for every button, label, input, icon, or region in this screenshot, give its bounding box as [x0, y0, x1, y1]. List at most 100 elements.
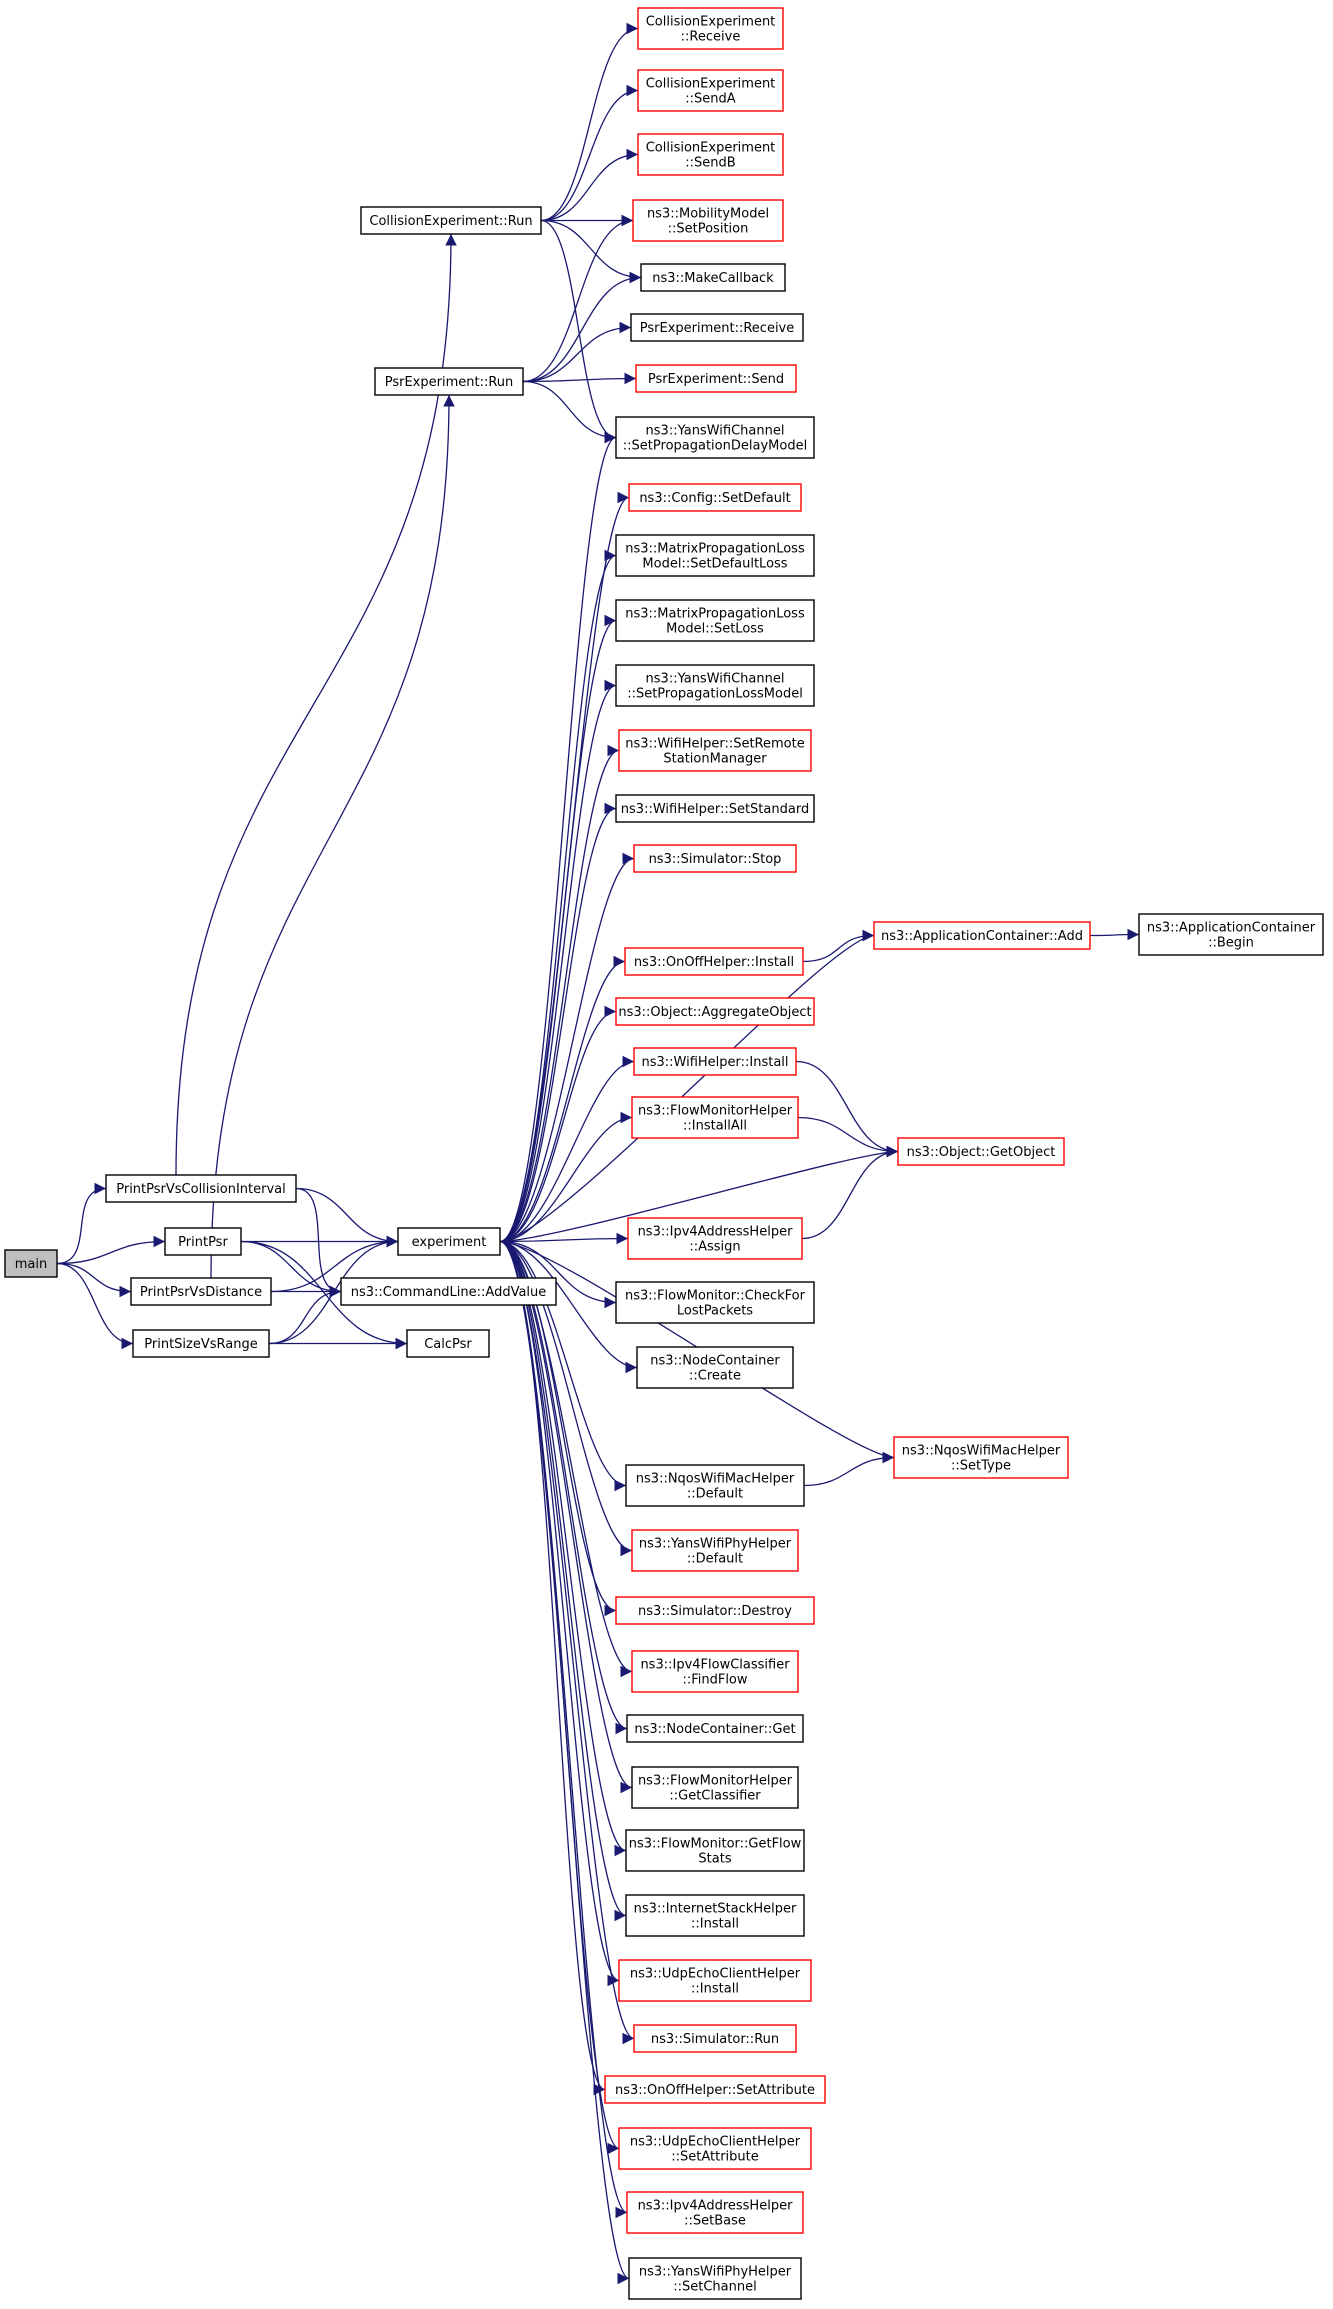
edge-perun-to-pesend — [522, 372, 637, 385]
node-ywpdef[interactable]: ns3::YansWifiPhyHelper::Default — [631, 1529, 799, 1572]
node-ywcspl[interactable]: ns3::YansWifiChannel::SetPropagationLoss… — [615, 664, 815, 707]
node-label: ns3::YansWifiPhyHelper — [639, 1537, 792, 1552]
node-ppd[interactable]: PrintPsrVsDistance — [130, 1277, 272, 1306]
node-ncget[interactable]: ns3::NodeContainer::Get — [626, 1714, 804, 1743]
node-simdes[interactable]: ns3::Simulator::Destroy — [615, 1596, 815, 1625]
node-psr[interactable]: PrintSizeVsRange — [132, 1329, 270, 1358]
edge-exp-to-ipv4ff — [499, 1240, 633, 1678]
node-simrun[interactable]: ns3::Simulator::Run — [633, 2024, 797, 2053]
node-pp[interactable]: PrintPsr — [164, 1227, 242, 1256]
node-calc[interactable]: CalcPsr — [406, 1329, 490, 1358]
node-oohsa[interactable]: ns3::OnOffHelper::SetAttribute — [604, 2075, 826, 2104]
node-label: ns3::Simulator::Run — [651, 2032, 779, 2047]
node-box — [625, 1894, 805, 1937]
node-uechi[interactable]: ns3::UdpEchoClientHelper::Install — [618, 1959, 812, 2002]
node-label: ::Assign — [689, 1240, 740, 1255]
node-uechsa[interactable]: ns3::UdpEchoClientHelper::SetAttribute — [618, 2127, 812, 2170]
node-cerun[interactable]: CollisionExperiment::Run — [360, 206, 542, 235]
node-label: PsrExperiment::Send — [648, 372, 784, 387]
node-box — [625, 1464, 805, 1507]
node-box — [615, 794, 815, 823]
node-box — [1138, 913, 1324, 956]
edge-cerun-to-ywcspd — [540, 219, 617, 444]
node-oohi[interactable]: ns3::OnOffHelper::Install — [624, 947, 804, 976]
edge-main-to-ppd — [56, 1262, 132, 1298]
node-fmhia[interactable]: ns3::FlowMonitorHelper::InstallAll — [631, 1096, 799, 1139]
node-label: ns3::NodeContainer — [650, 1354, 780, 1369]
node-label: PsrExperiment::Run — [385, 375, 514, 390]
edge-cerun-to-cesa — [540, 84, 639, 222]
node-ishi[interactable]: ns3::InternetStackHelper::Install — [625, 1894, 805, 1937]
node-cfgsd[interactable]: ns3::Config::SetDefault — [628, 483, 802, 512]
edge-main-to-pp — [56, 1235, 166, 1265]
node-box — [618, 2127, 812, 2170]
node-label: ns3::NqosWifiMacHelper — [902, 1444, 1061, 1459]
node-box — [636, 1346, 794, 1389]
node-label: ns3::MatrixPropagationLoss — [625, 542, 805, 557]
node-label: ns3::ApplicationContainer — [1147, 921, 1316, 936]
edge-whi-to-objget — [795, 1060, 899, 1158]
node-label: ns3::UdpEchoClientHelper — [630, 1967, 801, 1982]
node-label: ns3::InternetStackHelper — [634, 1902, 797, 1917]
node-label: ::Begin — [1208, 936, 1254, 951]
node-fmhgc[interactable]: ns3::FlowMonitorHelper::GetClassifier — [631, 1766, 799, 1809]
node-box — [633, 2024, 797, 2053]
node-box — [897, 1137, 1065, 1166]
node-objagg[interactable]: ns3::Object::AggregateObject — [615, 997, 815, 1026]
edge-ppci-to-cerun — [175, 233, 457, 1176]
node-main[interactable]: main — [4, 1249, 58, 1278]
node-objget[interactable]: ns3::Object::GetObject — [897, 1137, 1065, 1166]
node-cesb[interactable]: CollisionExperiment::SendB — [637, 133, 784, 176]
node-box — [627, 1217, 803, 1260]
node-cladd[interactable]: ns3::CommandLine::AddValue — [340, 1277, 557, 1306]
edge-perun-to-mmset — [522, 214, 634, 383]
node-label: ::Install — [691, 1917, 739, 1932]
edge-exp-to-objget — [499, 1145, 899, 1243]
node-perecv[interactable]: PsrExperiment::Receive — [630, 313, 804, 342]
node-mmset[interactable]: ns3::MobilityModel::SetPosition — [632, 199, 784, 242]
node-mplsdl[interactable]: ns3::MatrixPropagationLossModel::SetDefa… — [615, 534, 815, 577]
node-label: LostPackets — [677, 1304, 753, 1319]
node-box — [873, 921, 1091, 950]
node-box — [615, 1596, 815, 1625]
node-pesend[interactable]: PsrExperiment::Send — [635, 364, 797, 393]
node-box — [632, 199, 784, 242]
edge-exp-to-ipv4sb — [499, 1240, 628, 2219]
node-simstop[interactable]: ns3::Simulator::Stop — [633, 844, 797, 873]
node-label: ns3::UdpEchoClientHelper — [630, 2135, 801, 2150]
node-perun[interactable]: PsrExperiment::Run — [374, 367, 524, 396]
node-mkcb[interactable]: ns3::MakeCallback — [640, 263, 786, 292]
node-box — [105, 1174, 297, 1203]
node-acbegin[interactable]: ns3::ApplicationContainer::Begin — [1138, 913, 1324, 956]
node-ppci[interactable]: PrintPsrVsCollisionInterval — [105, 1174, 297, 1203]
node-label: CollisionExperiment — [646, 15, 776, 30]
node-whss[interactable]: ns3::WifiHelper::SetStandard — [615, 794, 815, 823]
node-nccreate[interactable]: ns3::NodeContainer::Create — [636, 1346, 794, 1389]
node-label: ns3::YansWifiChannel — [646, 424, 785, 439]
node-box — [631, 1529, 799, 1572]
node-ywpsc[interactable]: ns3::YansWifiPhyHelper::SetChannel — [628, 2257, 802, 2300]
node-box — [130, 1277, 272, 1306]
node-cerecv[interactable]: CollisionExperiment::Receive — [637, 7, 784, 50]
node-whi[interactable]: ns3::WifiHelper::Install — [633, 1047, 797, 1076]
node-label: ns3::MatrixPropagationLoss — [625, 607, 805, 622]
node-label: main — [15, 1257, 47, 1272]
node-acadd[interactable]: ns3::ApplicationContainer::Add — [873, 921, 1091, 950]
node-ipv4a[interactable]: ns3::Ipv4AddressHelper::Assign — [627, 1217, 803, 1260]
node-nqdef[interactable]: ns3::NqosWifiMacHelper::Default — [625, 1464, 805, 1507]
node-exp[interactable]: experiment — [397, 1227, 501, 1256]
node-cesa[interactable]: CollisionExperiment::SendA — [637, 69, 784, 112]
node-ipv4sb[interactable]: ns3::Ipv4AddressHelper::SetBase — [626, 2191, 804, 2234]
node-ywcspd[interactable]: ns3::YansWifiChannel::SetPropagationDela… — [615, 416, 815, 459]
node-box — [604, 2075, 826, 2104]
node-nqst[interactable]: ns3::NqosWifiMacHelper::SetType — [893, 1436, 1069, 1479]
node-label: Model::SetDefaultLoss — [642, 557, 787, 572]
node-label: ns3::NqosWifiMacHelper — [636, 1472, 795, 1487]
node-ipv4ff[interactable]: ns3::Ipv4FlowClassifier::FindFlow — [631, 1650, 799, 1693]
node-label: ::SetAttribute — [671, 2150, 759, 2165]
node-box — [397, 1227, 501, 1256]
